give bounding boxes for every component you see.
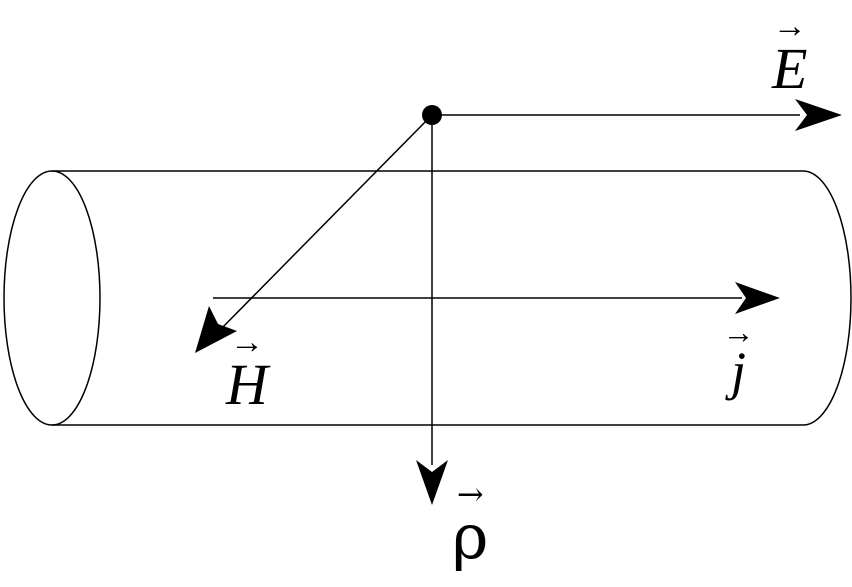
conductor-cylinder [3,170,852,426]
vector-arrow-mark: → [772,8,807,45]
vector-arrow-mark: → [722,314,755,350]
vector-arrow-mark: → [229,324,264,361]
poynting-arrow [416,115,448,505]
vector-arrow-mark: → [456,475,484,513]
cylinder-left-end [3,170,101,426]
h-field-symbol: H [226,352,268,417]
current-label: → j [723,316,755,401]
e-field-symbol: E [772,36,808,101]
current-arrow [213,282,780,314]
e-field-label: → E [772,10,807,98]
poynting-label: → ρ [452,478,488,568]
h-field-arrow [195,114,433,353]
h-field-label: → H [226,326,268,414]
cylinder-right-end [802,170,852,426]
poynting-symbol: ρ [452,500,489,573]
current-symbol: j [731,341,747,401]
e-field-arrow [432,99,842,131]
